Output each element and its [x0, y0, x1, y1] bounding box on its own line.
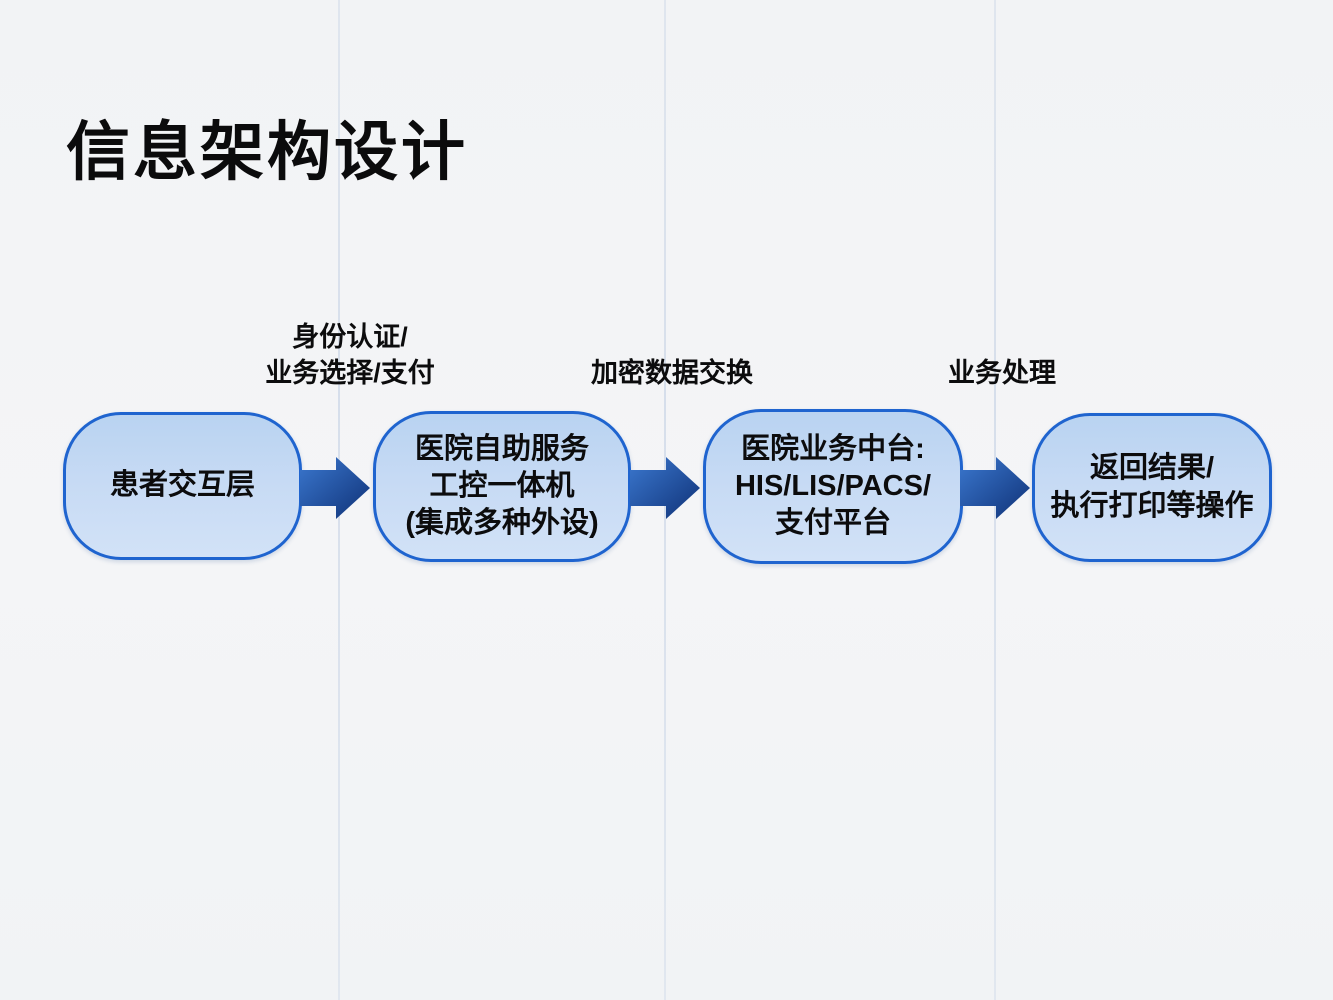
- right-arrow-icon: [630, 457, 700, 519]
- page-title: 信息架构设计: [66, 115, 468, 188]
- flow-node-label: 患者交互层: [109, 469, 255, 502]
- right-arrow-icon: [300, 457, 370, 519]
- arrow-label-business-processing: 业务处理: [948, 358, 1056, 388]
- flow-node-hospital-middle-platform: 医院业务中台: HIS/LIS/PACS/ 支付平台: [703, 409, 963, 564]
- right-arrow-icon: [960, 457, 1030, 519]
- flow-node-self-service-terminal: 医院自助服务 工控一体机 (集成多种外设): [373, 411, 631, 562]
- flow-node-label: 医院业务中台: HIS/LIS/PACS/ 支付平台: [734, 432, 932, 540]
- flow-node-label: 医院自助服务 工控一体机 (集成多种外设): [405, 432, 599, 540]
- flow-node-label: 返回结果/ 执行打印等操作: [1050, 452, 1254, 522]
- arrow-label-encrypted-exchange: 加密数据交换: [591, 358, 753, 388]
- arrow-label-auth: 身份认证/ 业务选择/支付: [265, 322, 435, 388]
- flow-node-patient-layer: 患者交互层: [63, 412, 302, 560]
- flow-node-result-return: 返回结果/ 执行打印等操作: [1032, 413, 1272, 562]
